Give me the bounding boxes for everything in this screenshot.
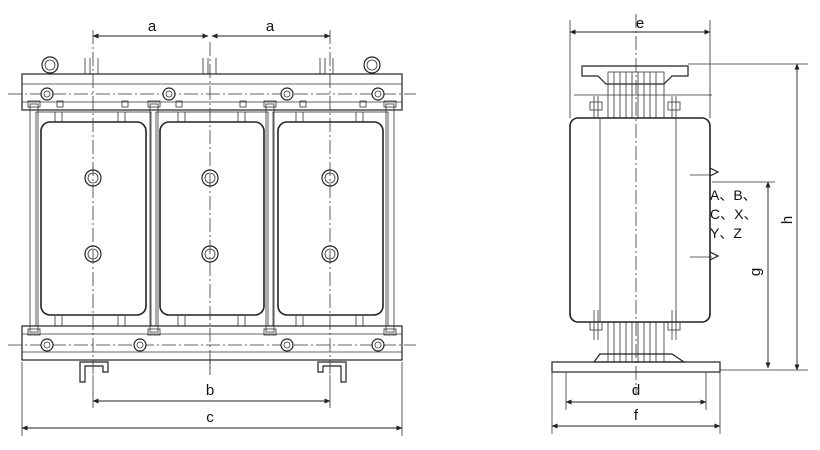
dim-e-label: e [636,15,644,32]
top-clamp-bolts [40,87,385,101]
tie-rods [27,100,397,336]
dim-d-base-width: d [565,372,707,410]
dim-g-terminal-height: g [712,181,775,369]
dim-c-overall-width: c [21,362,403,436]
side-bottom-bolts [589,310,681,340]
dim-f-label: f [634,407,639,424]
terminal-label-line-3: Y、Z [710,225,742,241]
front-view: a a b c [8,18,416,436]
side-terminals [690,167,720,261]
coil-left [40,121,147,316]
dim-d-label: d [632,382,640,399]
terminal-label-line-1: A、B、 [710,187,757,203]
side-view: e d f h g A、B [551,14,808,434]
side-coil-body [569,117,711,323]
dim-b-base-width: b [92,375,331,408]
dim-h-overall-height: h [688,63,808,371]
coil-middle [159,121,265,316]
side-top-bolts [589,96,681,122]
base-feet [79,360,347,383]
dim-a-right-label: a [266,18,275,35]
dim-h-label: h [779,216,796,224]
coil-right [277,121,384,316]
dim-a-pitch: a a [92,18,331,39]
front-center-lines [92,30,331,375]
dim-c-label: c [206,409,214,426]
side-top-flange [574,65,712,96]
dim-a-left-label: a [148,18,157,35]
terminal-labels: A、B、 C、X、 Y、Z [710,187,757,241]
dim-e-top-width: e [569,15,711,118]
dim-f-overall-width: f [551,372,721,434]
terminal-label-line-2: C、X、 [710,206,757,222]
dim-g-label: g [747,268,764,276]
lifting-eye-right [363,56,381,74]
lifting-eye-left [41,56,59,74]
spacer-blocks [54,100,367,326]
bottom-clamp [8,325,416,361]
top-clamp [8,73,416,111]
dim-b-label: b [206,382,214,399]
top-lugs [84,58,334,74]
